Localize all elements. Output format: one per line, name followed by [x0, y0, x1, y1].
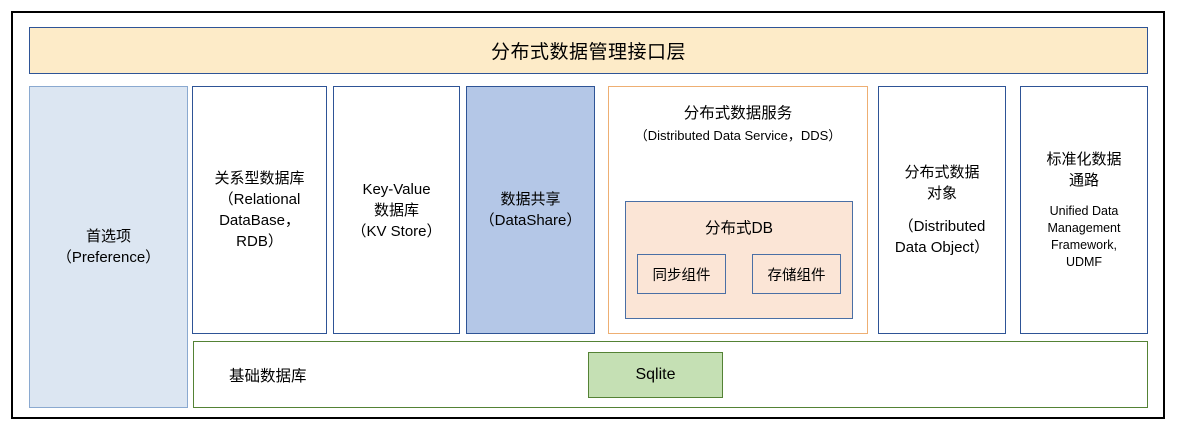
- column-kv-title: Key-Value 数据库: [362, 180, 431, 219]
- interface-layer-label: 分布式数据管理接口层: [490, 42, 686, 63]
- distributed-db-components: 同步组件 存储组件: [637, 254, 841, 294]
- column-udmf-subtitle: Unified Data Management Framework, UDMF: [1047, 204, 1121, 269]
- column-datashare-subtitle: （DataShare）: [479, 212, 582, 229]
- column-ddo-title: 分布式数据 对象: [904, 164, 980, 202]
- column-rdb-title: 关系型数据库: [214, 170, 305, 187]
- column-distributed-data-object: 分布式数据 对象 （Distributed Data Object）: [878, 86, 1006, 334]
- column-ddo-subtitle: （Distributed Data Object）: [894, 218, 990, 256]
- column-udmf-title: 标准化数据 通路: [1046, 151, 1122, 189]
- interface-layer-banner: 分布式数据管理接口层: [29, 27, 1148, 74]
- column-rdb-subtitle: （Relational DataBase， RDB）: [218, 191, 301, 250]
- column-kv-subtitle: （KV Store）: [351, 222, 442, 240]
- sqlite-box: Sqlite: [588, 352, 723, 398]
- column-preference: 首选项 （Preference）: [29, 86, 188, 408]
- component-storage: 存储组件: [752, 254, 841, 294]
- distributed-db-box: 分布式DB 同步组件 存储组件: [625, 201, 853, 319]
- dds-title: 分布式数据服务: [683, 105, 793, 122]
- column-preference-subtitle: （Preference）: [56, 249, 161, 266]
- distributed-db-title: 分布式DB: [704, 220, 774, 237]
- dds-subtitle: （Distributed Data Service，DDS）: [634, 128, 842, 143]
- base-database-label: 基础数据库: [229, 367, 307, 385]
- column-datashare: 数据共享 （DataShare）: [466, 86, 595, 334]
- column-preference-title: 首选项: [85, 228, 131, 245]
- component-sync: 同步组件: [637, 254, 726, 294]
- column-udmf: 标准化数据 通路 Unified Data Management Framewo…: [1020, 86, 1148, 334]
- column-relational-database: 关系型数据库 （Relational DataBase， RDB）: [192, 86, 327, 334]
- column-key-value-store: Key-Value 数据库 （KV Store）: [333, 86, 460, 334]
- diagram-outer-frame: [11, 11, 1165, 419]
- base-database-bar: 基础数据库 Sqlite: [193, 341, 1148, 408]
- panel-distributed-data-service: 分布式数据服务 （Distributed Data Service，DDS） 分…: [608, 86, 868, 334]
- column-datashare-title: 数据共享: [500, 191, 561, 208]
